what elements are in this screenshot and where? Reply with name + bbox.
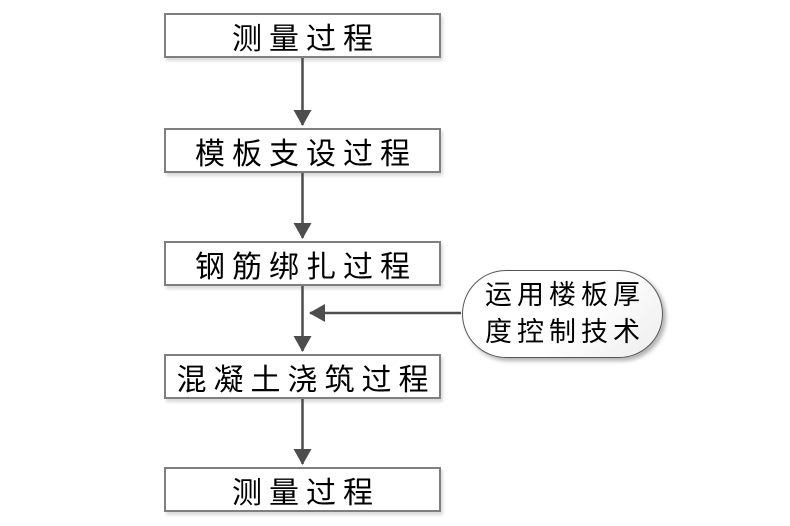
callout-slab-thickness-control: 运用楼板厚 度控制技术 [462, 270, 663, 358]
flow-node-formwork: 模板支设过程 [164, 128, 441, 173]
flow-node-label: 测量过程 [232, 476, 380, 510]
flow-node-rebar-binding: 钢筋绑扎过程 [164, 241, 441, 286]
callout-label-line1: 运用楼板厚 [485, 280, 645, 310]
callout-label-line2: 度控制技术 [485, 317, 645, 347]
flow-node-measurement-top: 测量过程 [164, 13, 441, 58]
flow-node-label: 模板支设过程 [195, 137, 417, 171]
flow-node-label: 钢筋绑扎过程 [195, 250, 417, 284]
flow-node-label: 混凝土浇筑过程 [176, 363, 436, 397]
flow-node-measurement-bottom: 测量过程 [164, 467, 441, 512]
flow-node-label: 测量过程 [232, 22, 380, 56]
flow-node-concrete-pouring: 混凝土浇筑过程 [164, 354, 441, 399]
